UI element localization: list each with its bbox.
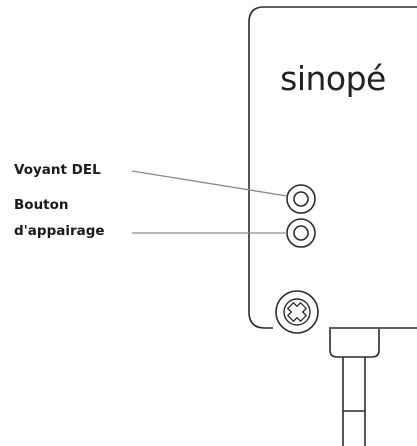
brand-logo: sinopé <box>280 59 386 98</box>
pairing-button-outer <box>286 218 316 248</box>
screw-head-inner <box>283 298 311 326</box>
pairing-button-inner <box>293 225 309 241</box>
label-led-indicator: Voyant DEL <box>14 162 101 178</box>
led-indicator-outer <box>286 184 316 214</box>
label-pairing-button-line1: Bouton <box>14 197 69 213</box>
device-housing <box>248 6 417 329</box>
screw-head-outer <box>275 290 319 334</box>
cable-strain-relief <box>329 329 380 358</box>
leader-line-led <box>131 170 288 197</box>
label-pairing-button-line2: d'appairage <box>14 223 105 239</box>
led-indicator-inner <box>293 191 309 207</box>
screw-cross-icon <box>286 301 308 323</box>
